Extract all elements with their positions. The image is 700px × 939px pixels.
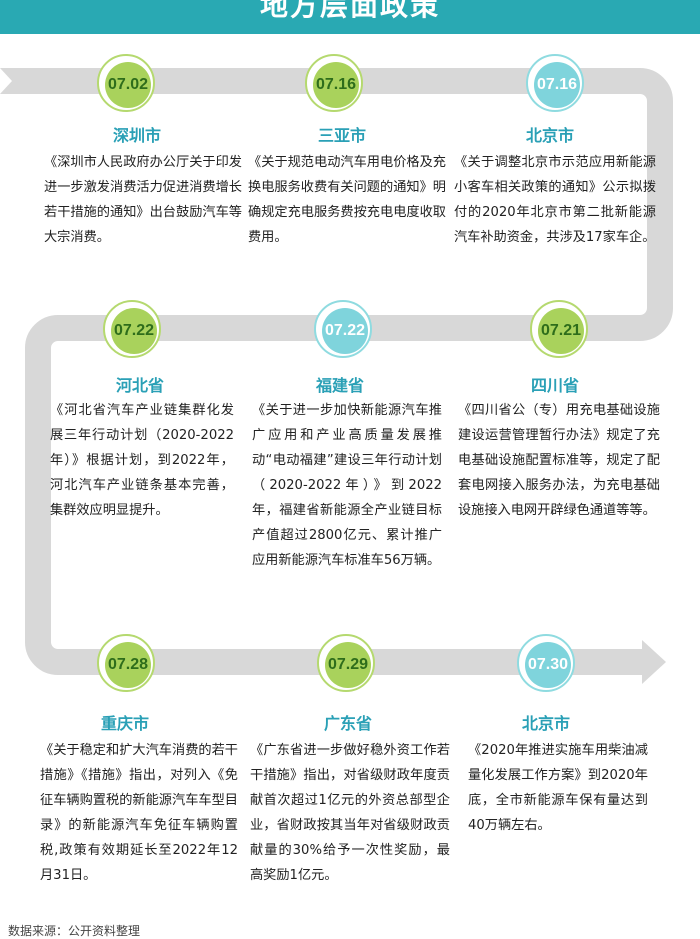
page-title: 地方层面政策 [259,0,440,22]
city-label: 福建省 [315,376,364,395]
start-arrow-notch [0,68,12,94]
end-arrow-head [642,640,666,684]
policy-description: 《广东省进一步做好稳外资工作若干措施》指出，对省级财政年度贡献首次超过1亿元的外… [250,743,450,883]
city-label: 三亚市 [317,126,366,145]
policy-description: 《关于规范电动汽车用电价格及充换电服务收费有关问题的通知》明确规定充电服务费按充… [248,155,446,245]
city-label: 重庆市 [100,714,149,733]
policy-description: 《四川省公（专）用充电基础设施建设运营管理暂行办法》规定了充电基础设施配置标准等… [458,403,660,518]
policy-description: 《河北省汽车产业链集群化发展三年行动计划（2020-2022年）》根据计划，到2… [50,403,234,518]
policy-description: 《2020年推进实施车用柴油减量化发展工作方案》到2020年底，全市新能源车保有… [468,743,648,833]
city-label: 北京市 [521,714,570,733]
date-badge: 07.22 [103,300,161,358]
date-badge: 07.21 [530,300,588,358]
date-badge: 07.16 [305,54,363,112]
header-banner: 地方层面政策 [0,0,700,34]
city-label: 广东省 [323,714,372,733]
city-label: 深圳市 [112,126,161,145]
policy-description: 《关于调整北京市示范应用新能源小客车相关政策的通知》公示拟拨付的2020年北京市… [454,155,656,245]
date-badge: 07.29 [317,634,375,692]
city-label: 四川省 [530,376,579,395]
date-badge: 07.28 [97,634,155,692]
city-label: 北京市 [525,126,574,145]
date-badge: 07.22 [314,300,372,358]
date-badge: 07.30 [517,634,575,692]
date-badge: 07.02 [97,54,155,112]
city-label: 河北省 [115,376,164,395]
policy-description: 《深圳市人民政府办公厅关于印发进一步激发消费活力促进消费增长若干措施的通知》出台… [44,155,242,245]
data-source-note: 数据来源：公开资料整理 [8,924,141,938]
date-badge: 07.16 [526,54,584,112]
policy-description: 《关于稳定和扩大汽车消费的若干措施》《措施》指出，对列入《免征车辆购置税的新能源… [40,743,238,883]
policy-description: 《关于进一步加快新能源汽车推广应用和产业高质量发展推动“电动福建”建设三年行动计… [252,403,442,568]
